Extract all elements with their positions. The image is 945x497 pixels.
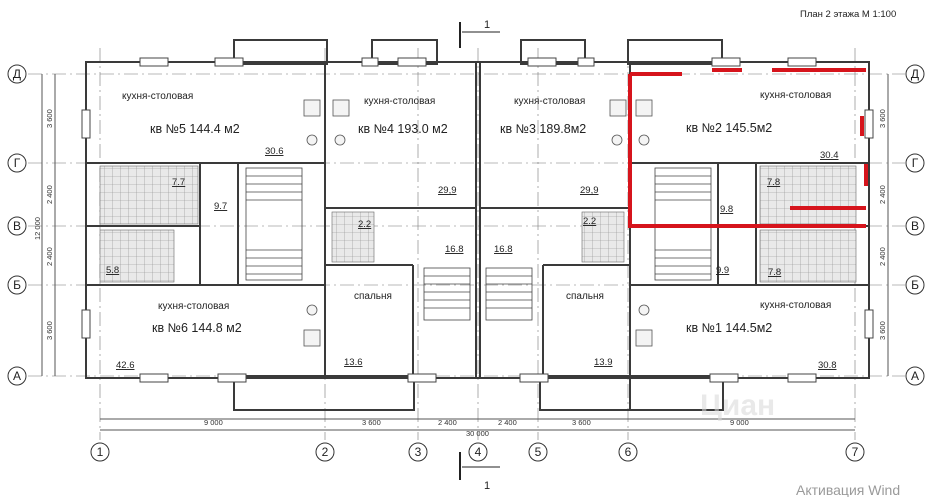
apartment-label: кв №4 193.0 м2 xyxy=(358,122,448,136)
svg-text:3 600: 3 600 xyxy=(45,109,54,128)
room-label: спальня xyxy=(566,291,604,302)
svg-text:Б: Б xyxy=(13,278,21,292)
apartment-label: кв №1 144.5м2 xyxy=(686,321,772,335)
svg-text:29,9: 29,9 xyxy=(438,185,457,196)
svg-text:9.9: 9.9 xyxy=(716,265,729,276)
svg-text:Д: Д xyxy=(13,67,21,81)
svg-text:Г: Г xyxy=(912,156,919,170)
apartment-highlight xyxy=(628,68,868,228)
svg-text:12 000: 12 000 xyxy=(33,217,42,240)
svg-text:1: 1 xyxy=(97,445,104,459)
svg-text:30.4: 30.4 xyxy=(820,150,839,161)
svg-text:16.8: 16.8 xyxy=(494,244,513,255)
right-dimensions: 3 600 2 400 2 400 3 600 xyxy=(878,74,889,376)
svg-text:1: 1 xyxy=(484,19,490,31)
windows xyxy=(81,57,874,383)
svg-text:Б: Б xyxy=(911,278,919,292)
svg-text:2 400: 2 400 xyxy=(45,185,54,204)
svg-text:13.9: 13.9 xyxy=(594,357,613,368)
svg-text:3 600: 3 600 xyxy=(362,418,381,427)
svg-text:5: 5 xyxy=(535,445,542,459)
svg-text:2: 2 xyxy=(322,445,329,459)
room-label: кухня-столовая xyxy=(514,96,585,107)
svg-text:2 400: 2 400 xyxy=(878,247,887,266)
svg-text:7: 7 xyxy=(852,445,859,459)
apartment-label: кв №3 189.8м2 xyxy=(500,122,586,136)
svg-text:3 600: 3 600 xyxy=(572,418,591,427)
room-labels: кухня-столовая кухня-столовая кухня-стол… xyxy=(122,90,831,312)
svg-text:4: 4 xyxy=(475,445,482,459)
area-values: 30.6 29,9 29,9 30.4 7.7 9.7 2.2 2.2 9.8 … xyxy=(106,146,839,371)
svg-text:Г: Г xyxy=(14,156,21,170)
bottom-dimensions: 9 000 3 600 2 400 2 400 3 600 9 000 30 0… xyxy=(100,418,855,438)
svg-text:А: А xyxy=(911,369,919,383)
plan-title: План 2 этажа М 1:100 xyxy=(800,9,896,20)
svg-text:А: А xyxy=(13,369,21,383)
svg-text:30.6: 30.6 xyxy=(265,146,284,157)
room-label: кухня-столовая xyxy=(158,301,229,312)
svg-text:7.7: 7.7 xyxy=(172,177,185,188)
apartment-label: кв №2 145.5м2 xyxy=(686,121,772,135)
apartment-label: кв №5 144.4 м2 xyxy=(150,122,240,136)
row-axis-markers: Д Г В Б А Д Г В Б А xyxy=(7,64,925,386)
svg-text:16.8: 16.8 xyxy=(445,244,464,255)
svg-text:42.6: 42.6 xyxy=(116,360,135,371)
svg-text:13.6: 13.6 xyxy=(344,357,363,368)
svg-text:6: 6 xyxy=(625,445,632,459)
svg-text:3 600: 3 600 xyxy=(878,321,887,340)
bathrooms xyxy=(99,165,857,283)
svg-text:29,9: 29,9 xyxy=(580,185,599,196)
svg-text:Д: Д xyxy=(911,67,919,81)
room-label: кухня-столовая xyxy=(760,90,831,101)
svg-text:7.8: 7.8 xyxy=(768,267,781,278)
svg-text:5.8: 5.8 xyxy=(106,265,119,276)
svg-text:9.8: 9.8 xyxy=(720,204,733,215)
svg-text:2 400: 2 400 xyxy=(498,418,517,427)
svg-text:В: В xyxy=(911,219,919,233)
room-label: кухня-столовая xyxy=(364,96,435,107)
section-mark-top: 1 xyxy=(459,19,500,48)
watermark-logo: Циан xyxy=(700,389,775,422)
svg-text:2 400: 2 400 xyxy=(438,418,457,427)
column-axis-markers: 1 2 3 4 5 6 7 xyxy=(90,442,865,462)
svg-text:30 000: 30 000 xyxy=(466,429,489,438)
kitchen-fixtures xyxy=(303,99,653,347)
svg-text:9.7: 9.7 xyxy=(214,201,227,212)
svg-text:7.8: 7.8 xyxy=(767,177,780,188)
apartment-labels: кв №5 144.4 м2 кв №4 193.0 м2 кв №3 189.… xyxy=(150,121,772,335)
svg-text:1: 1 xyxy=(484,480,490,492)
svg-text:2 400: 2 400 xyxy=(45,247,54,266)
windows-activation-notice: Активация Wind xyxy=(796,482,900,497)
room-label: кухня-столовая xyxy=(760,300,831,311)
apartment-label: кв №6 144.8 м2 xyxy=(152,321,242,335)
room-label: спальня xyxy=(354,291,392,302)
left-dimensions: 3 600 2 400 2 400 3 600 12 000 xyxy=(33,74,56,376)
room-label: кухня-столовая xyxy=(122,91,193,102)
svg-text:2 400: 2 400 xyxy=(878,185,887,204)
svg-text:3 600: 3 600 xyxy=(45,321,54,340)
svg-text:9 000: 9 000 xyxy=(730,418,749,427)
svg-text:9 000: 9 000 xyxy=(204,418,223,427)
svg-text:30.8: 30.8 xyxy=(818,360,837,371)
svg-text:3: 3 xyxy=(415,445,422,459)
stairs xyxy=(245,167,712,321)
section-mark-bottom: 1 xyxy=(459,452,500,492)
svg-text:3 600: 3 600 xyxy=(878,109,887,128)
svg-text:В: В xyxy=(13,219,21,233)
svg-text:2.2: 2.2 xyxy=(358,219,371,230)
svg-text:2.2: 2.2 xyxy=(583,216,596,227)
